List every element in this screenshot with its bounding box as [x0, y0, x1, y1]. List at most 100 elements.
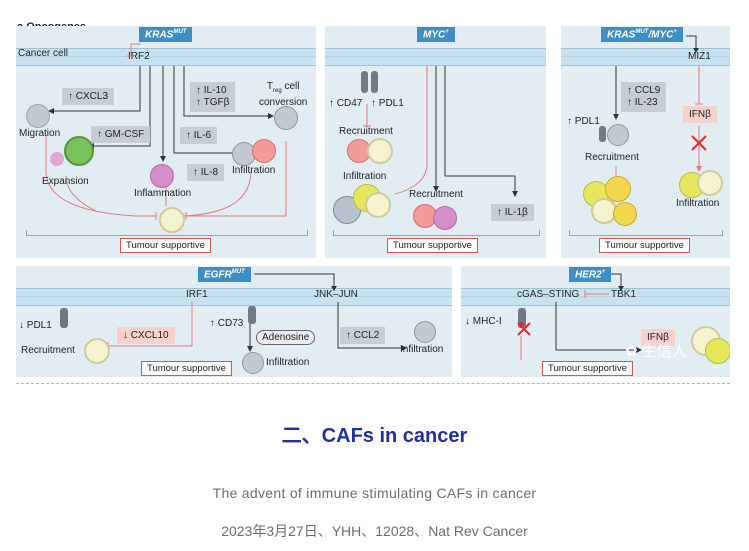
mhc-label: ↓ MHC-I	[465, 316, 502, 327]
treg-cell-icon	[274, 106, 298, 130]
subtitle: The advent of immune stimulating CAFs in…	[212, 485, 537, 501]
il23-text: ↑ IL-23	[627, 97, 658, 108]
treg-sub: reg	[273, 88, 282, 94]
watermark: ✿ 生信人	[625, 343, 687, 360]
inflammation-cell-icon	[150, 164, 174, 188]
egfr-tumour-supportive: Tumour supportive	[141, 361, 232, 376]
adenosine-label: Adenosine	[256, 330, 316, 345]
miz1-label: MIZ1	[688, 51, 711, 62]
panel-her2: HER2+ cGAS–STING TBK1 ↓ MHC-I IFNβ Tumou…	[461, 266, 730, 377]
kras-myc-title-a: KRAS	[607, 29, 636, 41]
egfr-title: EGFRMUT	[198, 267, 251, 283]
cell-membrane	[561, 48, 730, 66]
mhc-receptor-icon	[518, 308, 526, 328]
cd47-label: ↑ CD47	[329, 98, 363, 109]
tgfb-text: ↑ TGFβ	[196, 97, 230, 108]
cxcl10-box: ↓ CXCL10	[117, 327, 175, 344]
cxcl3-box: ↑ CXCL3	[62, 88, 115, 105]
recruitment-label-2: Recruitment	[409, 189, 463, 200]
recruitment-label: Recruitment	[21, 345, 75, 356]
pdl1-label: ↑ PDL1	[371, 98, 404, 109]
cd47-receptor-icon	[361, 71, 368, 93]
recruitment-label: Recruitment	[585, 152, 639, 163]
kras-myc-arrows	[613, 35, 707, 178]
infiltration-label: Infiltration	[232, 165, 276, 176]
dendritic-cell-icon	[333, 196, 361, 224]
pdl1-receptor-icon	[599, 126, 606, 142]
cell-membrane	[16, 288, 452, 306]
cell-membrane	[16, 48, 316, 66]
infiltration-cell-1-icon	[242, 352, 264, 374]
kras-title: KRASMUT	[139, 27, 193, 43]
recruitment-purple-cell-icon	[433, 206, 457, 230]
il10-tgfb-box: ↑ IL-10↑ TGFβ	[190, 82, 236, 112]
ccl9-il23-box: ↑ CCL9↑ IL-23	[621, 82, 667, 112]
il1b-box: ↑ IL-1β	[491, 204, 534, 221]
article-meta: 2023年3月27日、YHH、12028、Nat Rev Cancer	[221, 523, 528, 539]
inflammation-label: Inflammation	[134, 188, 192, 199]
pdl1-receptor-icon	[60, 308, 68, 328]
ifnb-box: IFNβ	[683, 106, 717, 123]
infiltration-label-2: Infiltration	[400, 344, 444, 355]
expansion-small-cell-icon	[50, 152, 64, 166]
ifnb-box: IFNβ	[641, 329, 675, 346]
panel-kras-myc: KRASMUT/MYC+ MIZ1 ↑ CCL9↑ IL-23 ↑ PDL1 R…	[561, 26, 730, 258]
yellow-cell-2-icon	[605, 176, 631, 202]
ccl2-box: ↑ CCL2	[340, 327, 386, 344]
cd73-label: ↑ CD73	[210, 318, 244, 329]
il8-box: ↑ IL-8	[187, 164, 225, 181]
watermark-text: 生信人	[641, 343, 687, 360]
myc-title: MYC+	[417, 27, 455, 43]
recruited-caf-cell-icon	[84, 338, 110, 364]
infiltration-label-1: Infiltration	[266, 357, 310, 368]
kras-myc-title-b: /MYC	[648, 29, 674, 41]
il6-box: ↑ IL-6	[180, 127, 218, 144]
recruited-grey-cell-icon	[607, 124, 629, 146]
myc-title-text: MYC	[423, 29, 446, 41]
her2-tumour-supportive: Tumour supportive	[542, 361, 633, 376]
kras-title-text: KRAS	[145, 29, 174, 41]
cd73-receptor-icon	[248, 306, 256, 324]
infiltration-label: Infiltration	[676, 198, 720, 209]
kras-myc-tumour-supportive: Tumour supportive	[599, 238, 690, 253]
pdl1-receptor-icon	[371, 71, 378, 93]
cancer-cell-label: Cancer cell	[18, 48, 69, 59]
kras-myc-title: KRASMUT/MYC+	[601, 27, 683, 43]
expansion-cell-icon	[64, 136, 94, 166]
section-title: 二、CAFs in cancer	[281, 425, 468, 447]
cgas-sting-label: cGAS–STING	[517, 289, 580, 300]
panel-egfr: EGFRMUT IRF1 JNK–JUN ↓ PDL1 ↓ CXCL10 Rec…	[16, 266, 452, 377]
kras-myc-sup-1: MUT	[635, 29, 649, 35]
expansion-label: Expansion	[42, 176, 89, 187]
pdl1-label: ↓ PDL1	[19, 320, 52, 331]
il10-text: ↑ IL-10	[196, 85, 227, 96]
panel-myc: MYC+ ↑ CD47 ↑ PDL1 Recruitment Infiltrat…	[325, 26, 546, 258]
irf2-label: IRF2	[128, 51, 150, 62]
gmcsf-box: ↑ GM-CSF	[91, 126, 151, 143]
infiltration-cell-2-icon	[414, 321, 436, 343]
kras-myc-bracket	[569, 230, 723, 236]
kras-myc-sup-2: +	[673, 29, 677, 35]
cell-membrane	[461, 288, 730, 306]
egfr-title-text: EGFR	[204, 269, 232, 281]
recruited-caf-cell-icon	[367, 138, 393, 164]
kras-arrows	[45, 43, 287, 220]
cell-membrane	[325, 48, 546, 66]
panel-kras: KRASMUT Cancer cell IRF2 ↑ CXCL3 ↑ GM-CS…	[16, 26, 316, 258]
migration-label: Migration	[19, 128, 61, 139]
pdl1-label: ↑ PDL1	[567, 116, 600, 127]
infiltration-caf-cell-icon	[697, 170, 723, 196]
her2-title-text: HER2	[575, 269, 602, 281]
kras-title-sup: MUT	[173, 29, 187, 35]
myc-tumour-supportive: Tumour supportive	[387, 238, 478, 253]
jnk-jun-label: JNK–JUN	[314, 289, 358, 300]
yellow-cell-3-icon	[613, 202, 637, 226]
kras-tumour-supportive: Tumour supportive	[120, 238, 211, 253]
treg-t: T	[266, 81, 273, 92]
myc-arrows	[363, 66, 518, 197]
antigen-dot-icon	[518, 322, 524, 328]
caf-cell-icon	[159, 207, 185, 233]
irf1-label: IRF1	[186, 289, 208, 300]
yellow-cell-icon	[705, 338, 730, 364]
